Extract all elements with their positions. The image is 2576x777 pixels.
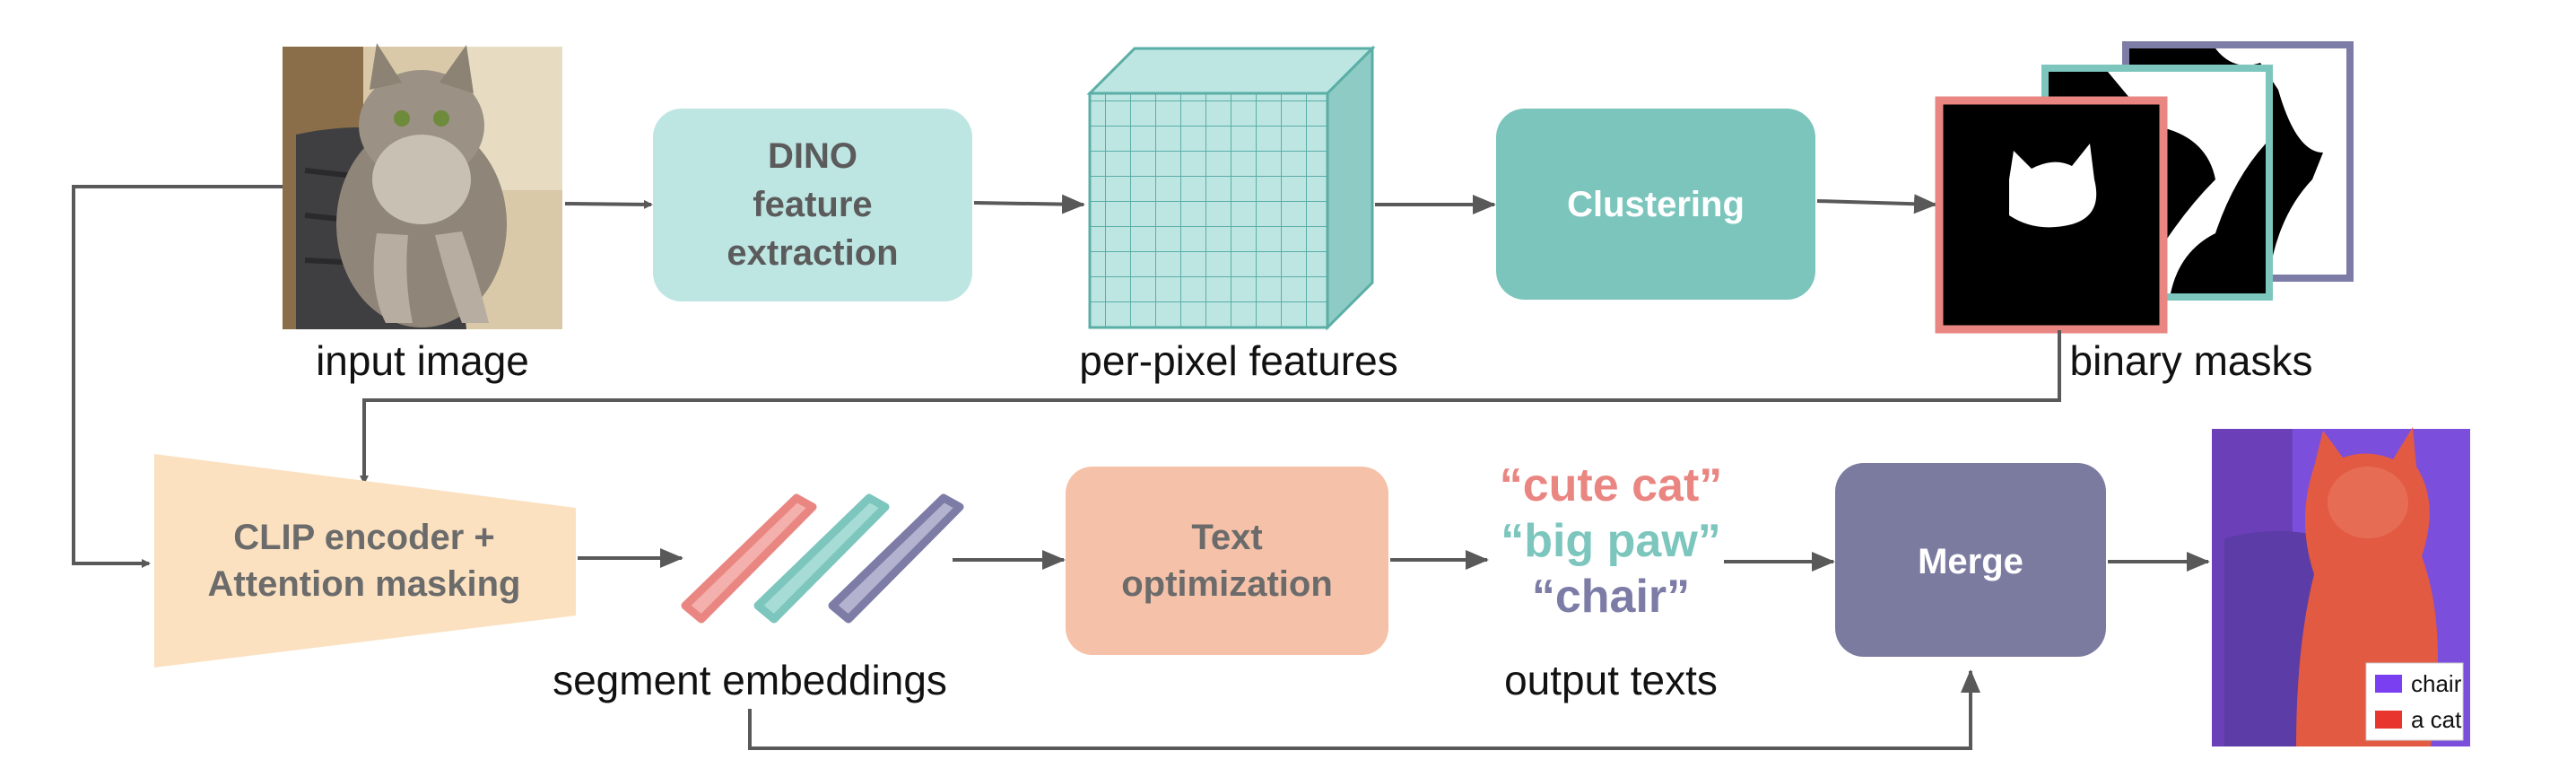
dino-line-1: DINO: [768, 136, 857, 176]
quote-chair: “chair”: [1532, 571, 1690, 623]
per-pixel-features-cube: [1086, 45, 1376, 331]
quote-cute-cat: “cute cat”: [1500, 459, 1723, 511]
arrow-clustering-to-masks: [1816, 194, 1937, 214]
input-image-photo: [283, 43, 562, 329]
binary-masks-stack: [1935, 41, 2354, 334]
textopt-line-1: Text: [1191, 518, 1262, 557]
output-texts-label: output texts: [1504, 657, 1718, 703]
clip-line-2: Attention masking: [208, 564, 521, 604]
text-optimization-box: Text optimization: [1066, 467, 1388, 655]
clustering-label: Clustering: [1567, 185, 1745, 224]
embedding-bar-purple: [828, 493, 964, 624]
dino-line-3: extraction: [727, 233, 898, 273]
arrow-embeddings-to-merge: [748, 669, 1980, 750]
merge-label: Merge: [1918, 542, 2023, 581]
quote-big-paw: “big paw”: [1501, 515, 1721, 567]
clip-encoder-box: CLIP encoder + Attention masking: [154, 454, 576, 668]
arrow-dino-to-features: [973, 194, 1085, 214]
output-legend: chair a cat: [2365, 662, 2464, 741]
binary-masks-label: binary masks: [2070, 337, 2313, 384]
embedding-bar-teal: [753, 493, 890, 624]
segment-embeddings: [681, 493, 964, 624]
arrow-image-to-dino: [564, 199, 653, 209]
clip-line-1: CLIP encoder +: [233, 518, 495, 557]
legend-swatch-cat: [2375, 711, 2402, 729]
per-pixel-features-label: per-pixel features: [1079, 337, 1397, 384]
legend-swatch-chair: [2375, 675, 2402, 693]
legend-label-cat: a cat: [2411, 706, 2462, 733]
textopt-line-2: optimization: [1121, 564, 1333, 604]
embedding-bar-red: [681, 493, 817, 624]
merge-box: Merge: [1835, 463, 2106, 657]
arrow-masks-to-clip: [360, 330, 2061, 485]
dino-line-2: feature: [753, 185, 872, 224]
dino-feature-extraction-box: DINO feature extraction: [653, 109, 972, 301]
input-image-label: input image: [316, 337, 529, 384]
segment-embeddings-label: segment embeddings: [553, 657, 947, 703]
clustering-box: Clustering: [1496, 109, 1815, 300]
legend-label-chair: chair: [2411, 670, 2462, 697]
arrow-image-to-clip: [72, 185, 283, 568]
